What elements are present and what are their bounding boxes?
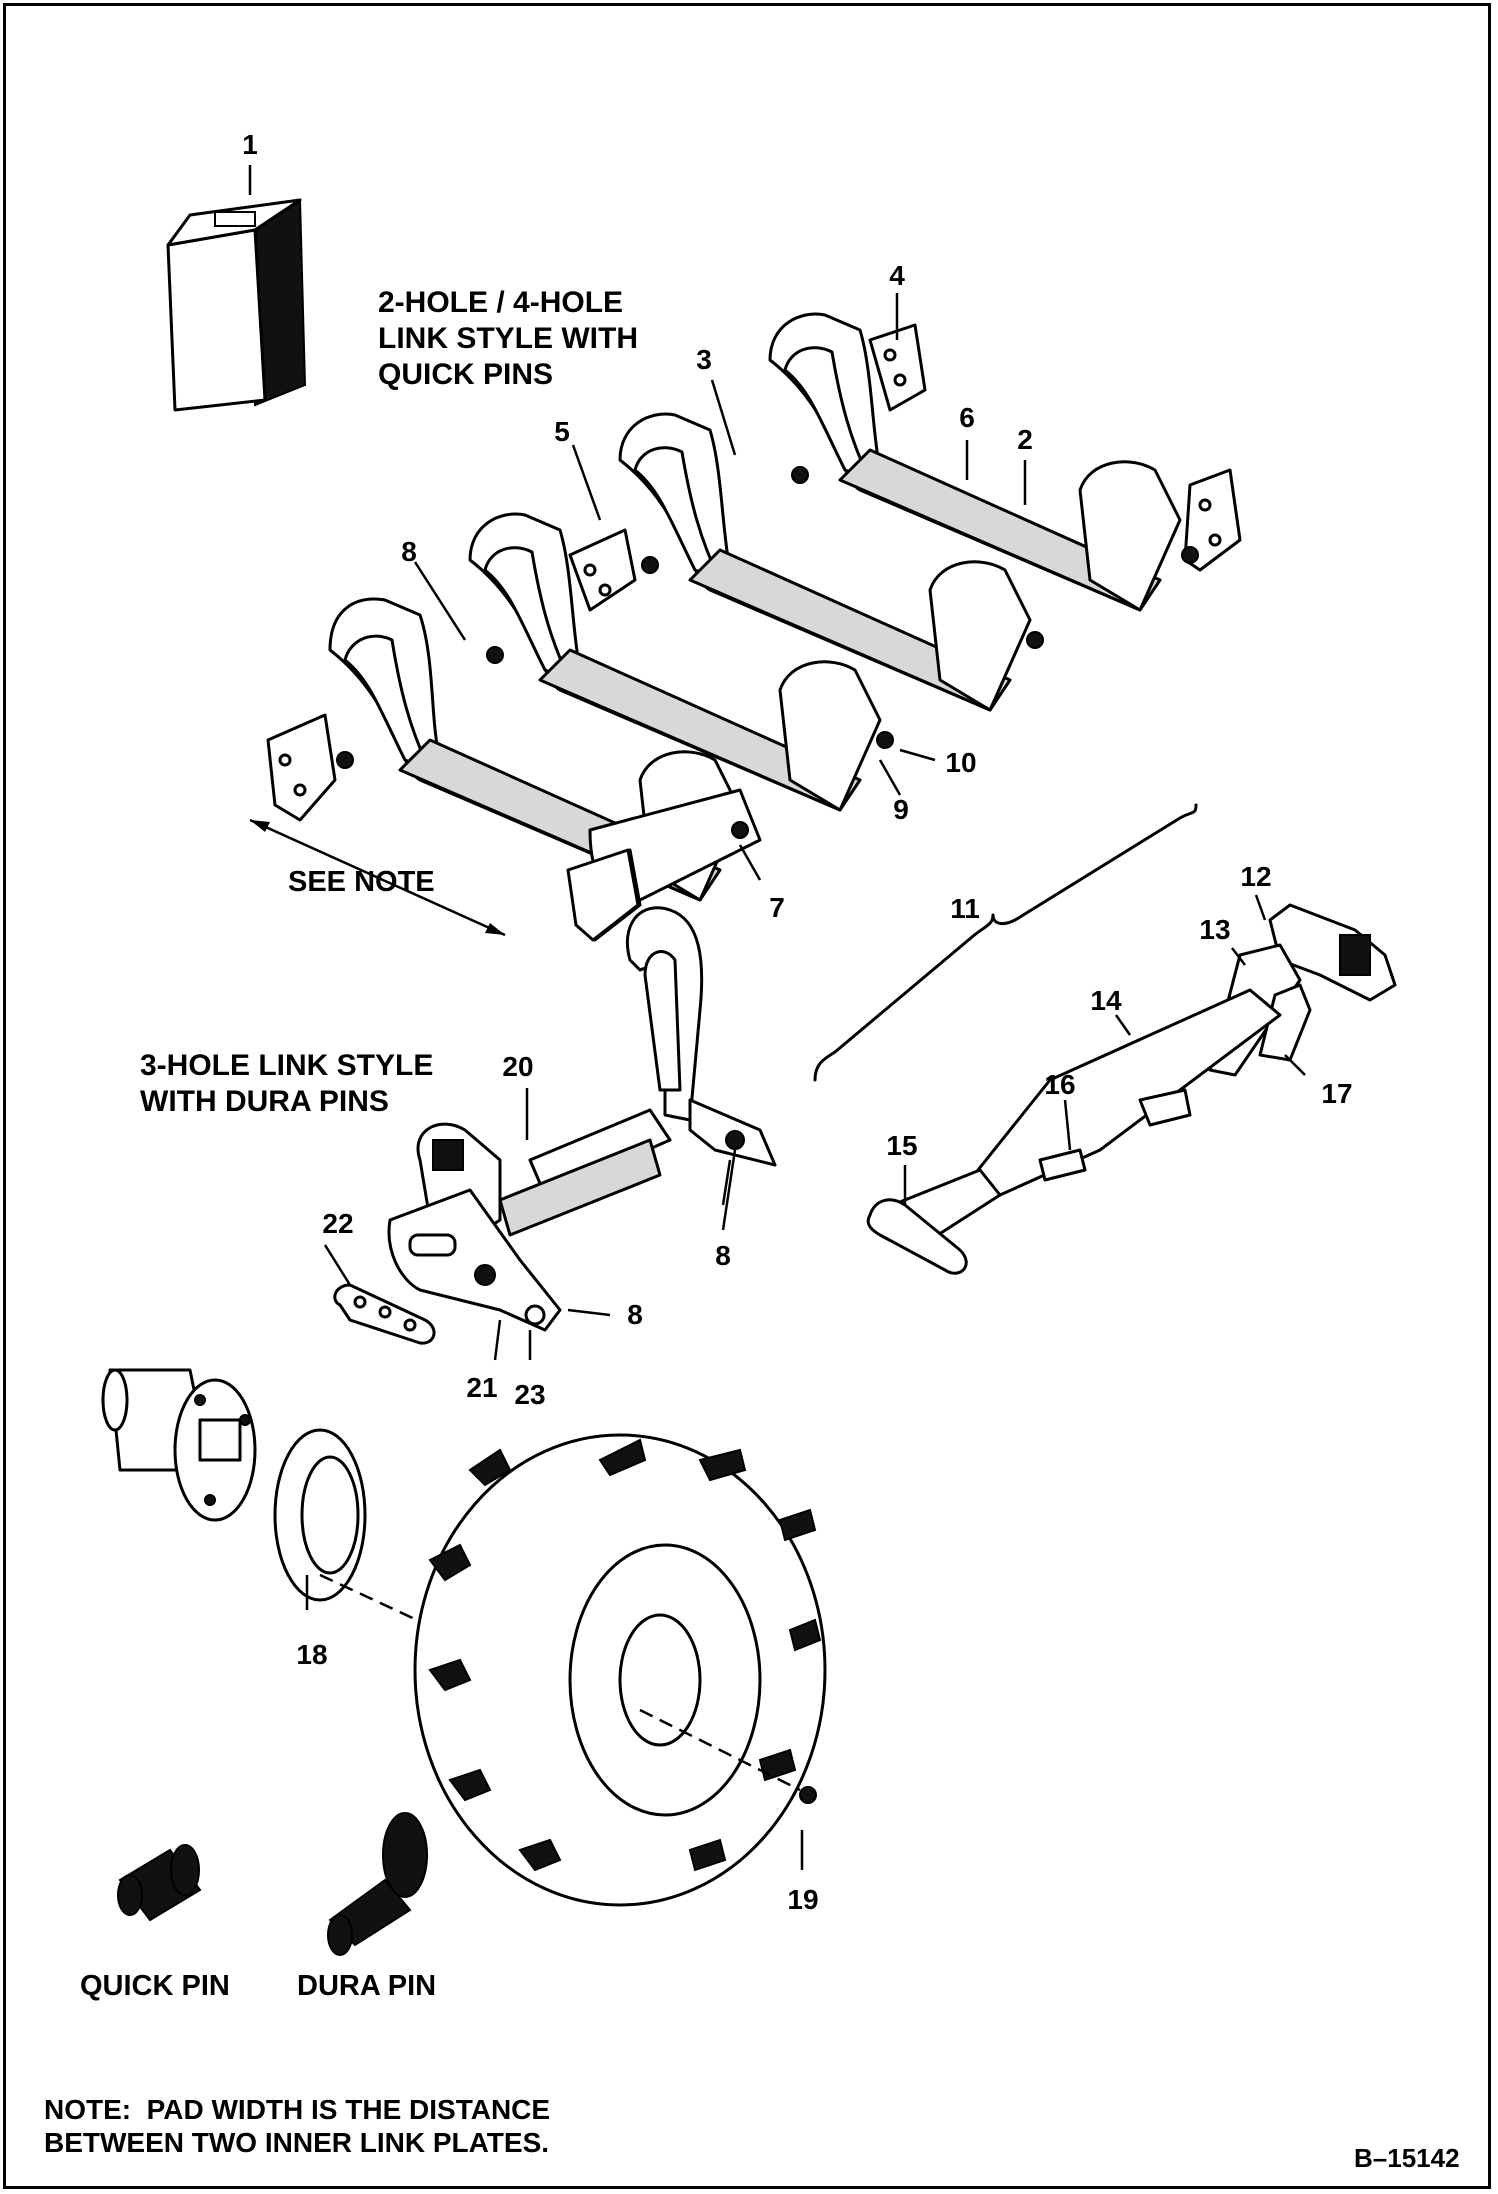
callout-9: 9 — [893, 794, 909, 825]
callout-6: 6 — [959, 402, 975, 433]
callout-19: 19 — [787, 1884, 819, 1915]
three-hole-link-assembly — [333, 906, 777, 1345]
callout-10: 10 — [945, 747, 977, 778]
callout-14: 14 — [1090, 985, 1122, 1016]
callout-11: 11 — [950, 893, 980, 924]
callout-5: 5 — [554, 416, 570, 447]
callout-18: 18 — [296, 1639, 328, 1670]
callout-21: 21 — [466, 1372, 498, 1403]
callout-8-link-upper: 8 — [715, 1240, 731, 1271]
callout-4: 4 — [889, 260, 905, 291]
callout-17: 17 — [1321, 1078, 1353, 1109]
callout-3: 3 — [696, 344, 712, 375]
part-1-box — [166, 198, 307, 412]
drawing-frame — [3, 3, 1491, 2189]
quick-pin-illustration — [117, 1844, 202, 1922]
caption-quick-pin-link-style: 2-HOLE / 4-HOLE LINK STYLE WITH QUICK PI… — [378, 286, 638, 391]
callout-20: 20 — [502, 1051, 534, 1082]
kit-11-brace — [813, 803, 1198, 1082]
track-assembly-quick-pin — [249, 312, 1242, 942]
callout-7: 7 — [769, 892, 785, 923]
callout-23: 23 — [514, 1379, 546, 1410]
quick-pin-label: QUICK PIN — [80, 1970, 230, 2002]
callout-22: 22 — [322, 1208, 354, 1239]
callout-8-track: 8 — [401, 536, 417, 567]
callout-leaders — [248, 165, 1306, 1361]
callout-13: 13 — [1199, 914, 1231, 945]
caption-dura-pin-link-style: 3-HOLE LINK STYLE WITH DURA PINS — [140, 1049, 434, 1118]
figure-id: B–15142 — [1354, 2143, 1460, 2173]
callout-1: 1 — [242, 129, 258, 160]
callout-16: 16 — [1044, 1069, 1076, 1100]
callout-8-link-lower: 8 — [627, 1299, 643, 1330]
dura-pin-label: DURA PIN — [297, 1970, 437, 2002]
dura-pin-illustration — [327, 1812, 428, 1956]
track-tightener-parts — [866, 903, 1397, 1275]
tire-and-hub — [101, 1368, 827, 1907]
callout-15: 15 — [886, 1130, 918, 1161]
pad-width-note: NOTE: PAD WIDTH IS THE DISTANCE BETWEEN … — [44, 2094, 551, 2158]
callout-12: 12 — [1240, 861, 1272, 892]
callout-2: 2 — [1017, 424, 1033, 455]
see-note-label: SEE NOTE — [288, 866, 435, 898]
